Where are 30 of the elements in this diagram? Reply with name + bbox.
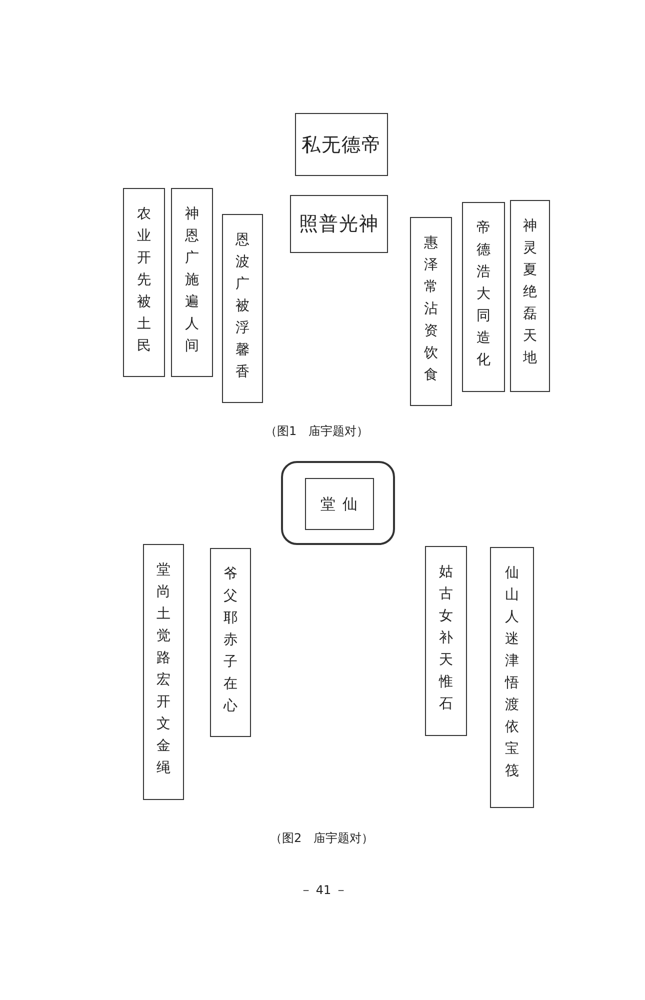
couplet-box	[305, 478, 374, 530]
couplet-box	[222, 214, 263, 403]
couplet-box	[171, 188, 213, 377]
couplet-box	[410, 217, 452, 406]
couplet-text: 堂尚土觉路宏开文金绳	[156, 561, 171, 778]
couplet-box	[490, 547, 534, 808]
couplet-text: 私无德帝	[302, 132, 382, 158]
couplet-text: 帝德浩大同造化	[476, 219, 491, 370]
couplet-text: 仙山人迷津悟渡依宝筏	[504, 564, 520, 781]
couplet-text: 惠泽常沾资饮食	[424, 234, 438, 385]
couplet-text: 恩波广被浮馨香	[235, 231, 250, 382]
frame-box	[281, 461, 395, 545]
couplet-box	[510, 200, 550, 392]
couplet-box	[123, 188, 165, 377]
couplet-box	[295, 113, 388, 176]
figure-caption: （图2 庙宇题对）	[270, 830, 374, 847]
figure-caption: （图1 庙宇题对）	[265, 423, 369, 440]
couplet-box	[290, 195, 388, 253]
couplet-box	[143, 544, 184, 800]
couplet-box	[210, 548, 251, 737]
couplet-text: 堂 仙	[320, 494, 358, 514]
couplet-text: 照普光神	[299, 212, 379, 237]
couplet-text: 姑古女补天惟石	[438, 563, 454, 714]
couplet-box	[462, 202, 505, 392]
couplet-box	[425, 546, 467, 736]
page-number: － 41 －	[300, 882, 347, 899]
couplet-text: 爷父耶赤子在心	[223, 565, 238, 716]
couplet-text: 农业开先被土民	[136, 205, 152, 356]
couplet-text: 神灵夏绝磊天地	[522, 217, 538, 368]
couplet-text: 神恩广施遍人间	[184, 205, 200, 356]
